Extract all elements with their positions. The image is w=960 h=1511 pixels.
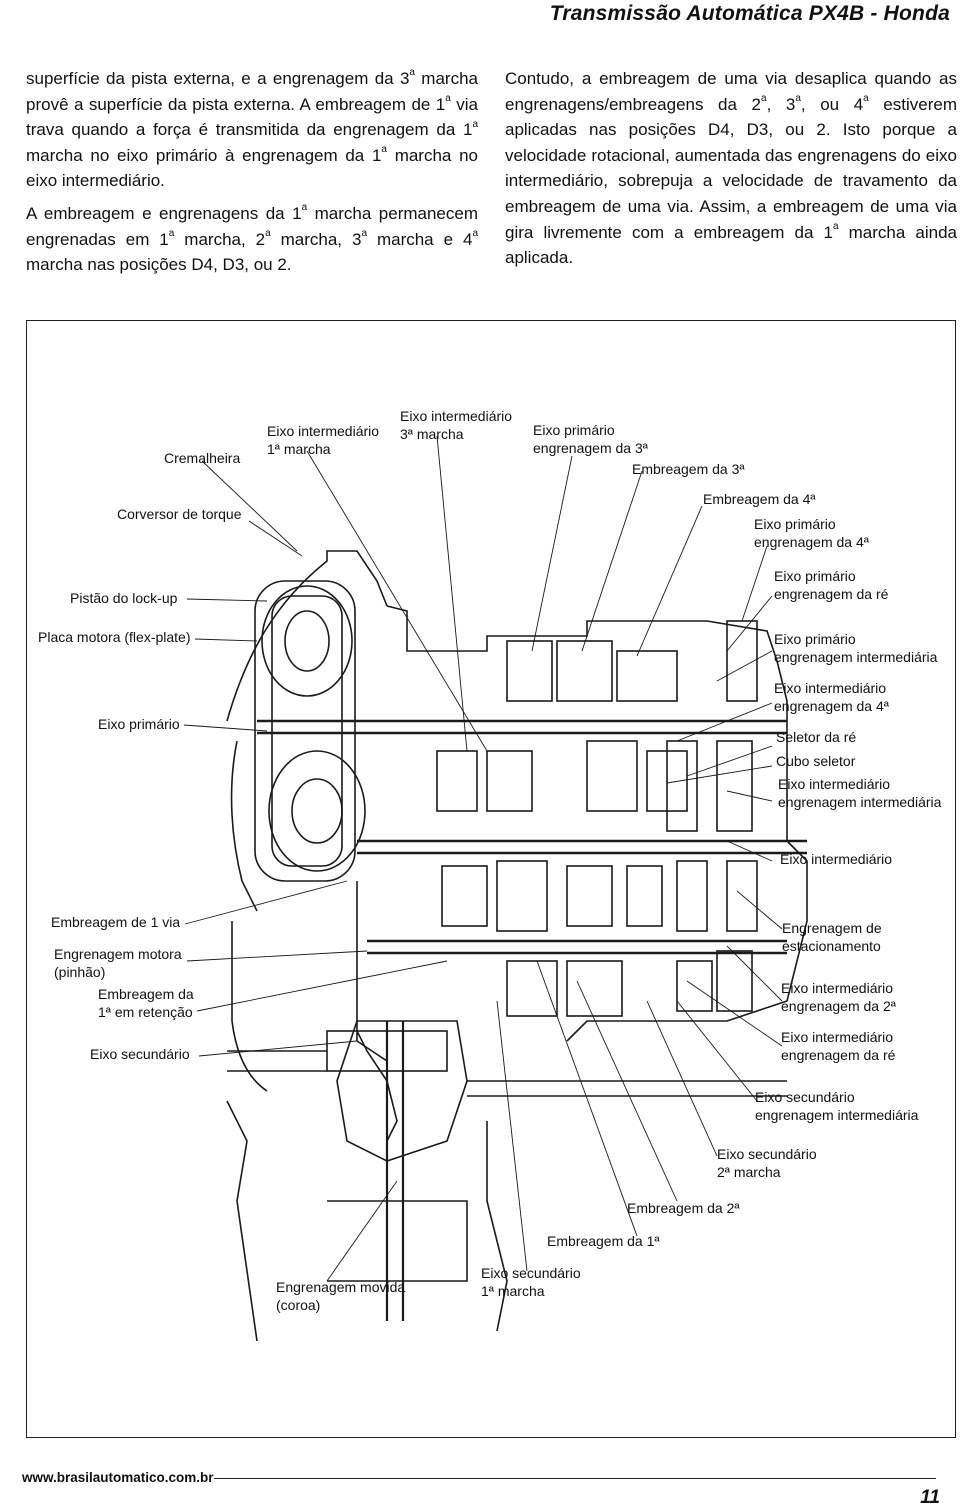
label-embreagem-2a: Embreagem da 2ª [627, 1200, 740, 1216]
footer-divider [214, 1478, 936, 1479]
footer-url: www.brasilautomatico.com.br [22, 1470, 214, 1485]
label-embreagem-3a: Embreagem da 3ª [632, 461, 745, 477]
label-eixo-intermediario: Eixo intermediário [780, 851, 893, 867]
label-cremalheira: Cremalheira [164, 450, 241, 466]
right-text-column: Contudo, a embreagem de uma via desaplic… [505, 66, 957, 271]
label-eixo-primario: Eixo primário [98, 716, 180, 732]
left-paragraph-2: A embreagem e engrenagens da 1a marcha p… [26, 202, 479, 275]
label-seletor-da-re: Seletor da ré [776, 729, 857, 745]
label-pistao-lock-up: Pistão do lock-up [70, 590, 178, 606]
left-text-column: superfície da pista externa, e a engrena… [26, 66, 478, 278]
right-paragraph-1: Contudo, a embreagem de uma via desaplic… [505, 69, 957, 268]
transmission-cross-section-drawing [183, 435, 808, 1342]
label-conversor-de-torque: Corversor de torque [117, 506, 242, 522]
label-embreagem-de-1-via: Embreagem de 1 via [51, 914, 181, 930]
left-paragraph-1: superfície da pista externa, e a engrena… [26, 67, 478, 191]
label-cubo-seletor: Cubo seletor [776, 753, 856, 769]
label-engrenagem-movida-coroa: Engrenagem movida(coroa) [276, 1279, 406, 1313]
label-embreagem-4a: Embreagem da 4ª [703, 491, 816, 507]
label-embreagem-1a: Embreagem da 1ª [547, 1233, 660, 1249]
label-engrenagem-motora-pinhao: Engrenagem motora(pinhão) [54, 946, 182, 980]
page-header-title: Transmissão Automática PX4B - Honda [549, 2, 950, 25]
label-eixo-secundario: Eixo secundário [90, 1046, 190, 1062]
page-number: 11 [920, 1487, 940, 1508]
label-placa-motora: Placa motora (flex-plate) [38, 629, 191, 645]
